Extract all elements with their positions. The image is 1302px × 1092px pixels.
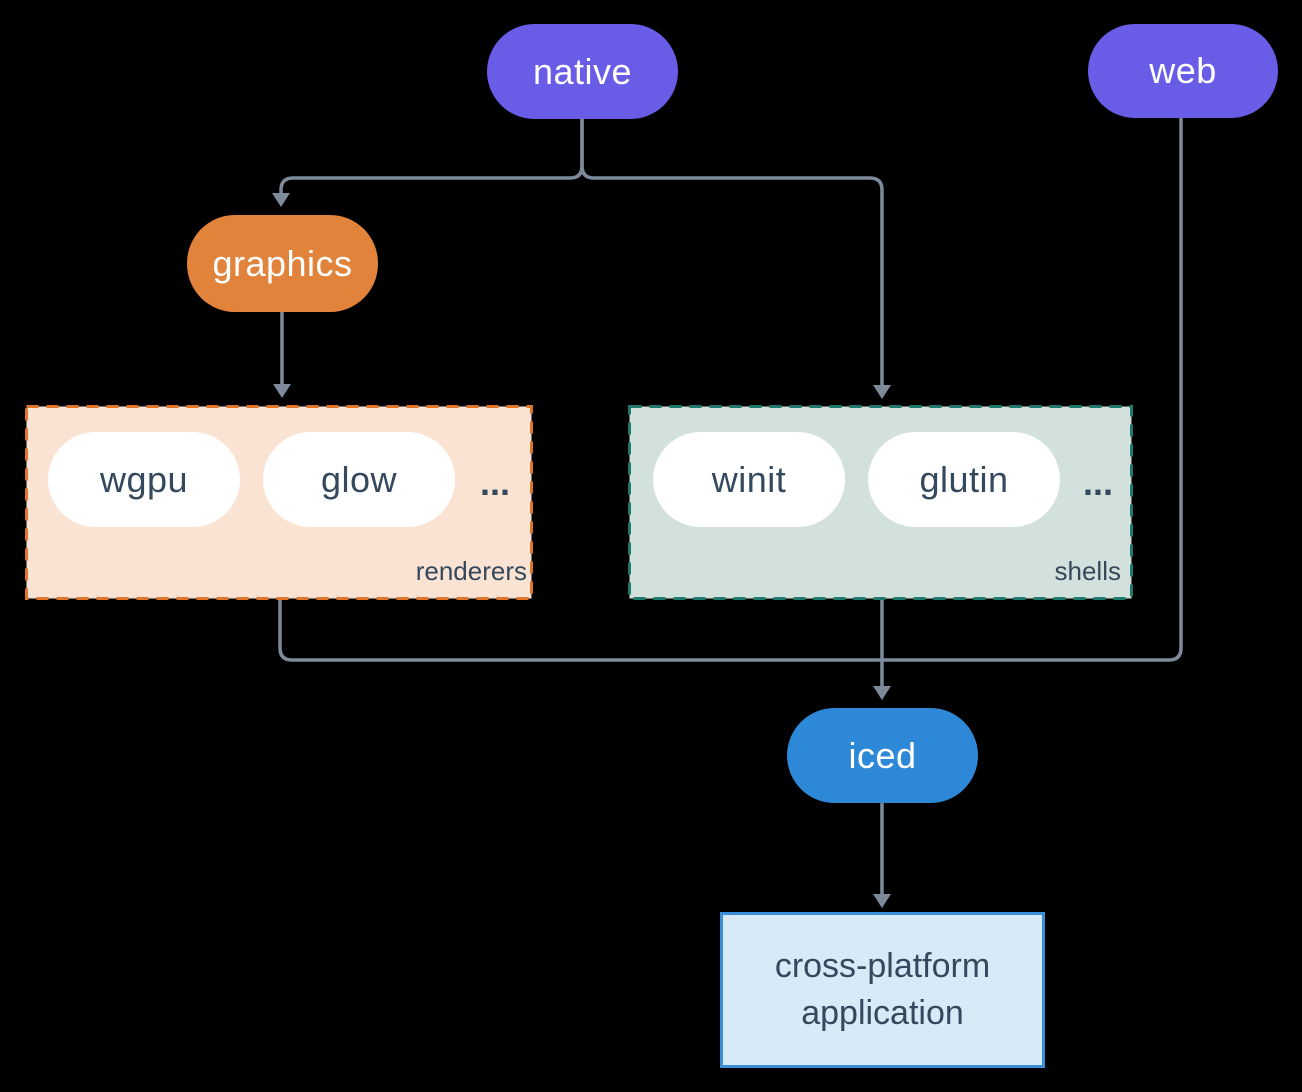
arrowhead-shells (873, 385, 891, 399)
arrowhead-renderers (273, 384, 291, 398)
pill-winit: winit (653, 432, 845, 527)
edge-native-shells (580, 119, 884, 385)
application-label-line2: application (801, 994, 964, 1032)
edge-native-graphics (279, 119, 584, 193)
renderers-ellipsis: ... (479, 462, 510, 503)
pill-glow: glow (263, 432, 455, 527)
edge-renderers-iced (278, 600, 882, 662)
node-native: native (487, 24, 678, 119)
renderers-group-label: renderers (415, 556, 527, 586)
node-web: web (1088, 24, 1278, 118)
arrowhead-iced (873, 686, 891, 700)
edge-web-iced (882, 118, 1183, 662)
pill-wgpu: wgpu (48, 432, 240, 527)
node-graphics: graphics (187, 215, 378, 312)
shells-group-label: shells (1054, 556, 1121, 586)
arrowhead-application (873, 894, 891, 908)
node-iced: iced (787, 708, 978, 803)
node-cross-platform-application: cross-platform application (720, 912, 1045, 1068)
arrowhead-graphics (272, 193, 290, 207)
pill-glutin: glutin (868, 432, 1060, 527)
application-label-line1: cross-platform (774, 947, 991, 985)
shells-ellipsis: ... (1082, 462, 1113, 503)
